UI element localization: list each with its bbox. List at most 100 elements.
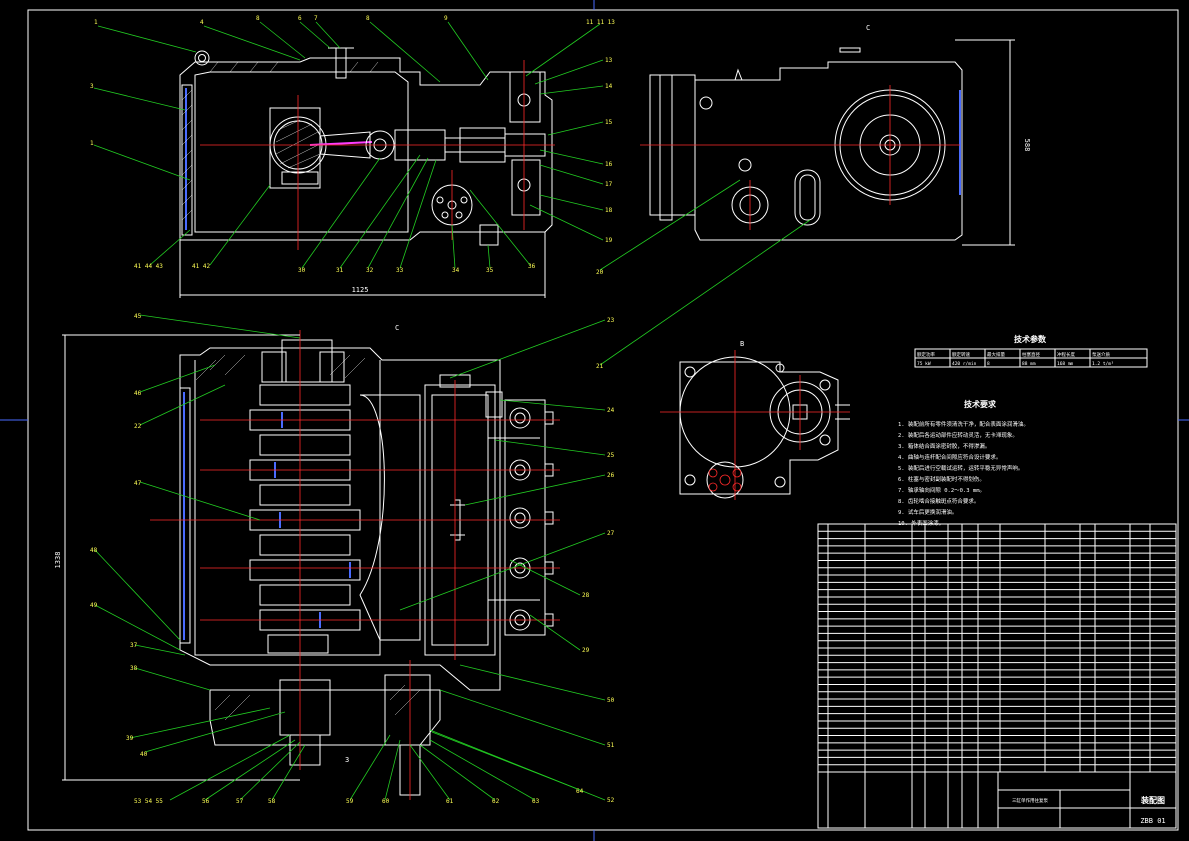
svg-text:24: 24 (607, 407, 615, 414)
svg-text:1: 1 (90, 140, 94, 147)
company-name: 三缸单作用往复泵 (1012, 797, 1048, 804)
svg-text:50: 50 (607, 697, 615, 704)
svg-text:64: 64 (576, 788, 584, 795)
svg-text:4: 4 (200, 19, 204, 26)
param-value-3: 88 mm (1022, 361, 1036, 367)
svg-text:31: 31 (336, 267, 344, 274)
svg-text:3: 3 (90, 83, 94, 90)
svg-text:57: 57 (236, 798, 244, 805)
params-title: 技术参数 (1014, 334, 1047, 344)
param-value-2: 8 (987, 361, 990, 367)
svg-text:22: 22 (134, 423, 142, 430)
param-header-3: 柱塞直径 (1022, 351, 1040, 358)
leaders-section (94, 314, 606, 801)
svg-text:46: 46 (134, 390, 142, 397)
param-header-2: 最大排量 (987, 351, 1005, 358)
svg-text:27: 27 (607, 530, 615, 537)
svg-text:36: 36 (528, 263, 536, 270)
view-label-arrow: 3 (345, 756, 349, 764)
parts-list (817, 523, 1177, 829)
svg-text:20: 20 (596, 269, 604, 276)
svg-text:41 42: 41 42 (192, 263, 210, 270)
requirement-item: 9. 试车后更换润滑油。 (898, 508, 957, 516)
requirement-item: 5. 装配后进行空载试运转，运转平稳无异常声响。 (898, 464, 1023, 472)
svg-text:35: 35 (486, 267, 494, 274)
svg-text:53 54 55: 53 54 55 (134, 798, 163, 805)
svg-text:7: 7 (314, 15, 318, 22)
requirement-item: 7. 轴承轴向间隙 0.2～0.3 mm。 (898, 486, 985, 494)
svg-text:63: 63 (532, 798, 540, 805)
svg-text:47: 47 (134, 480, 142, 487)
svg-text:29: 29 (582, 647, 590, 654)
svg-text:52: 52 (607, 797, 615, 804)
param-value-0: 75 kW (917, 361, 931, 367)
svg-text:60: 60 (382, 798, 390, 805)
svg-text:51: 51 (607, 742, 615, 749)
requirement-item: 2. 装配后各运动部件应转动灵活，无卡滞现象。 (898, 431, 1018, 439)
requirement-item: 6. 柱塞与密封副装配时不得划伤。 (898, 475, 985, 483)
svg-text:25: 25 (607, 452, 615, 459)
param-header-5: 泵送介质 (1092, 351, 1110, 358)
svg-text:38: 38 (130, 665, 138, 672)
svg-text:59: 59 (346, 798, 354, 805)
svg-text:18: 18 (605, 207, 613, 214)
svg-text:34: 34 (452, 267, 460, 274)
svg-text:30: 30 (298, 267, 306, 274)
param-header-1: 额定转速 (952, 351, 970, 358)
params-table (914, 348, 1148, 368)
svg-text:19: 19 (605, 237, 613, 244)
requirement-item: 3. 箱体结合面涂密封胶，不得渗漏。 (898, 442, 990, 450)
svg-text:58: 58 (268, 798, 276, 805)
top-section-view: 1338 C 3 (54, 324, 560, 800)
svg-text:11 11 13: 11 11 13 (586, 19, 615, 26)
svg-text:39: 39 (126, 735, 134, 742)
param-header-4: 冲程长度 (1057, 351, 1075, 358)
svg-text:13: 13 (605, 57, 613, 64)
svg-text:61: 61 (446, 798, 454, 805)
svg-text:48: 48 (90, 547, 98, 554)
requirement-item: 10. 外表面涂漆。 (898, 519, 944, 527)
requirement-item: 8. 齿轮啮合接触斑点符合要求。 (898, 497, 979, 505)
svg-text:62: 62 (492, 798, 500, 805)
leaders-front (93, 21, 604, 269)
param-value-4: 168 mm (1057, 361, 1074, 367)
svg-text:28: 28 (582, 592, 590, 599)
svg-text:15: 15 (605, 119, 613, 126)
svg-text:32: 32 (366, 267, 374, 274)
dim-front-width: 1125 (352, 286, 369, 294)
view-b: B (660, 340, 850, 500)
svg-text:17: 17 (605, 181, 613, 188)
param-header-0: 额定功率 (917, 351, 935, 358)
svg-text:40: 40 (140, 751, 148, 758)
svg-text:1: 1 (94, 19, 98, 26)
dim-front-height: 1338 (54, 552, 62, 569)
side-view: 588 C (640, 24, 1031, 246)
view-label-c-top: C (866, 24, 870, 32)
svg-text:33: 33 (396, 267, 404, 274)
drawing-title: 装配图 (1140, 795, 1165, 805)
dim-side-height: 588 (1023, 139, 1031, 152)
svg-text:37: 37 (130, 642, 138, 649)
title-block (997, 771, 1177, 829)
svg-text:49: 49 (90, 602, 98, 609)
requirement-item: 1. 装配前所有零件须清洗干净，配合表面涂润滑油。 (898, 420, 1029, 428)
svg-text:16: 16 (605, 161, 613, 168)
svg-text:45: 45 (134, 313, 142, 320)
svg-text:41 44 43: 41 44 43 (134, 263, 163, 270)
svg-text:9: 9 (444, 15, 448, 22)
requirement-item: 4. 曲轴与连杆配合间隙应符合设计要求。 (898, 453, 1001, 461)
requirements-title: 技术要求 (964, 399, 997, 409)
svg-text:26: 26 (607, 472, 615, 479)
drawing-number: ZBB 01 (1140, 817, 1165, 825)
svg-text:6: 6 (298, 15, 302, 22)
front-section-view: 1125 (179, 47, 555, 298)
svg-text:23: 23 (607, 317, 615, 324)
param-value-1: 420 r/min (952, 361, 977, 367)
svg-text:56: 56 (202, 798, 210, 805)
svg-text:8: 8 (256, 15, 260, 22)
view-label-b: B (740, 340, 744, 348)
param-value-5: 1.2 t/m³ (1092, 361, 1114, 367)
svg-text:21: 21 (596, 363, 604, 370)
